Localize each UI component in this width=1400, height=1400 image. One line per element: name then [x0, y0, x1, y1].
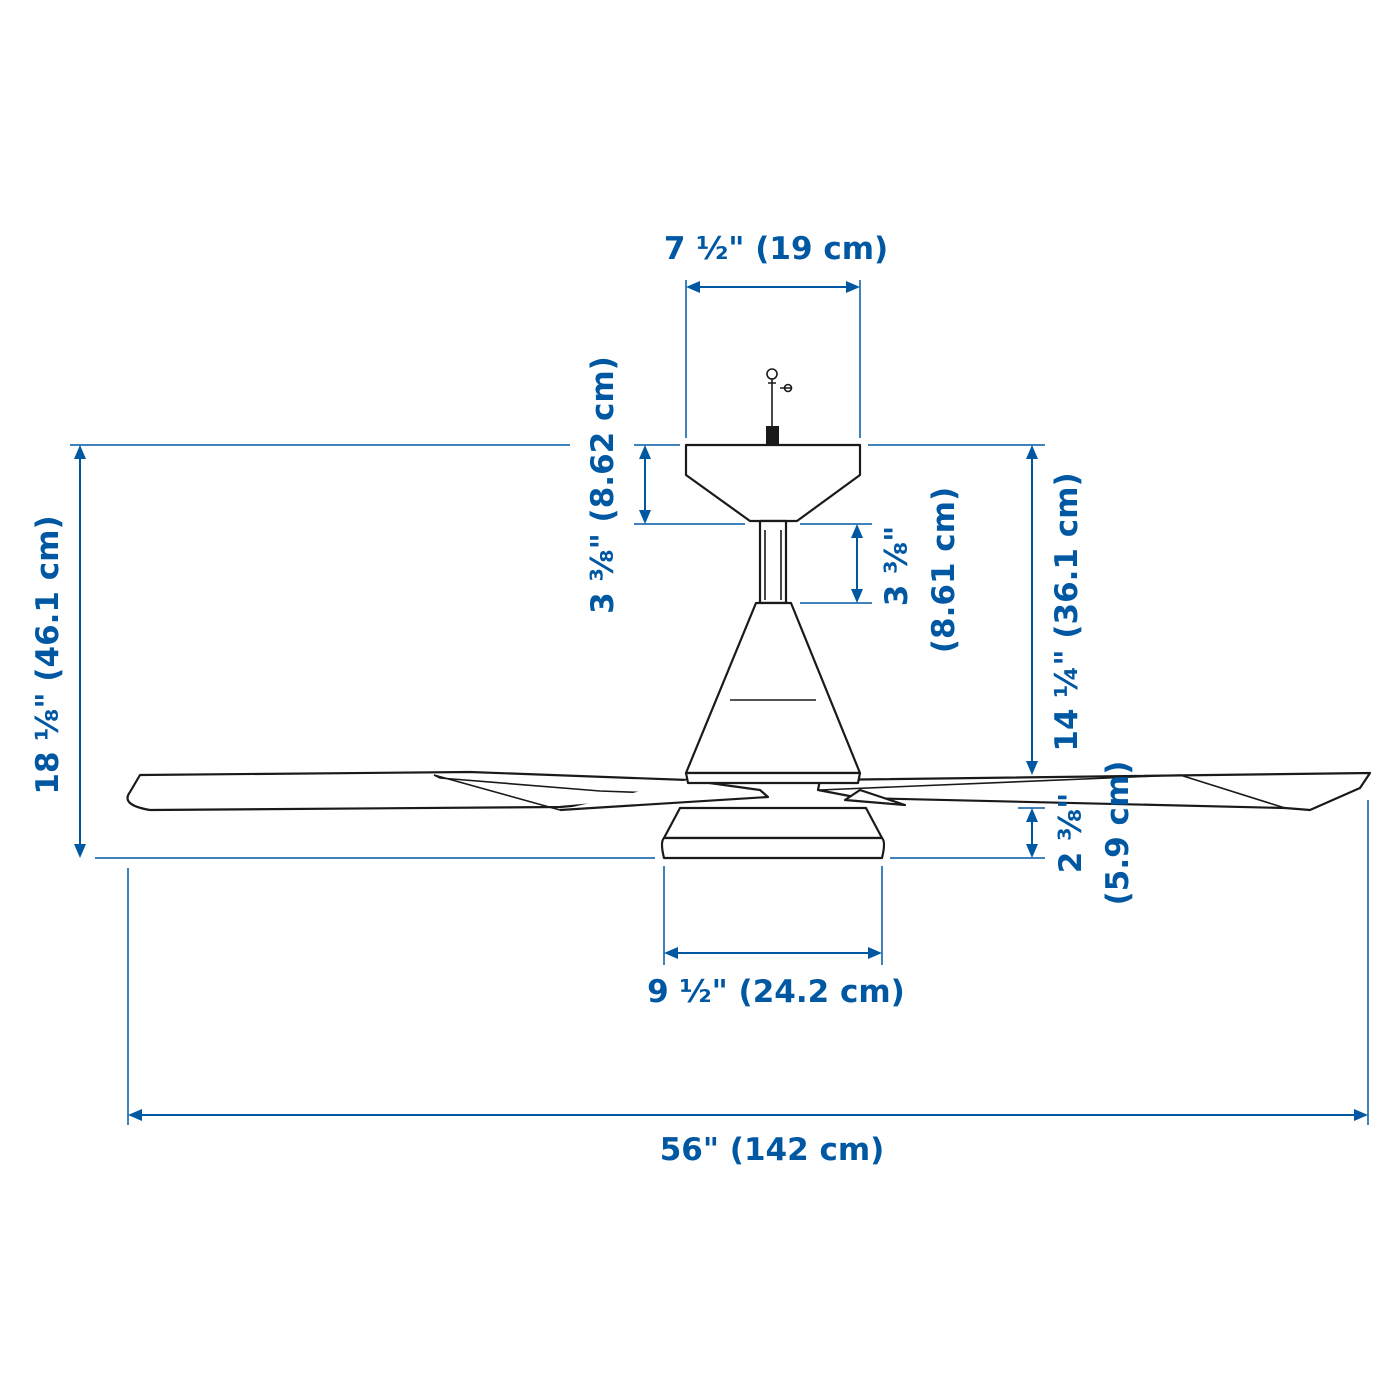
blade-span-dimension-line	[128, 1109, 1368, 1121]
canopy-width-dimension-line	[686, 281, 860, 293]
light-width-dimension-line	[664, 947, 882, 959]
canopy-height-label: 3 ⅜" (8.62 cm)	[585, 356, 621, 614]
light-height-label-line2: (5.9 cm)	[1100, 761, 1136, 906]
mounting-hook	[766, 368, 793, 444]
total-height-label: 18 ⅛" (46.1 cm)	[30, 515, 66, 794]
light-kit	[660, 806, 886, 860]
dimension-lines	[74, 281, 1368, 1121]
ceiling-to-blade-dimension-line	[1026, 445, 1038, 775]
fan-blades	[126, 770, 1372, 812]
canopy	[684, 443, 862, 523]
ceiling-to-blade-label: 14 ¼" (36.1 cm)	[1049, 472, 1085, 751]
light-height-dimension-line	[1026, 808, 1038, 858]
dimension-labels: 7 ½" (19 cm) 3 ⅜" (8.62 cm) 3 ⅜" (8.61 c…	[30, 231, 1136, 1168]
motor-housing	[684, 601, 862, 775]
downrod-length-label-line1: 3 ⅜"	[879, 526, 915, 607]
downrod	[758, 519, 788, 605]
downrod-length-label-line2: (8.61 cm)	[926, 487, 962, 653]
light-width-label: 9 ½" (24.2 cm)	[647, 974, 905, 1010]
extension-lines	[70, 280, 1369, 1125]
right-blade	[816, 771, 1372, 812]
downrod-dimension-line	[851, 524, 863, 603]
canopy-width-label: 7 ½" (19 cm)	[664, 231, 888, 267]
motor-hub	[684, 771, 862, 785]
blade-span-label: 56" (142 cm)	[660, 1132, 885, 1168]
ceiling-fan-drawing	[126, 368, 1372, 860]
canopy-height-dimension-line	[639, 445, 651, 524]
light-height-label-line1: 2 ⅜"	[1053, 793, 1089, 874]
total-height-dimension-line	[74, 445, 86, 858]
